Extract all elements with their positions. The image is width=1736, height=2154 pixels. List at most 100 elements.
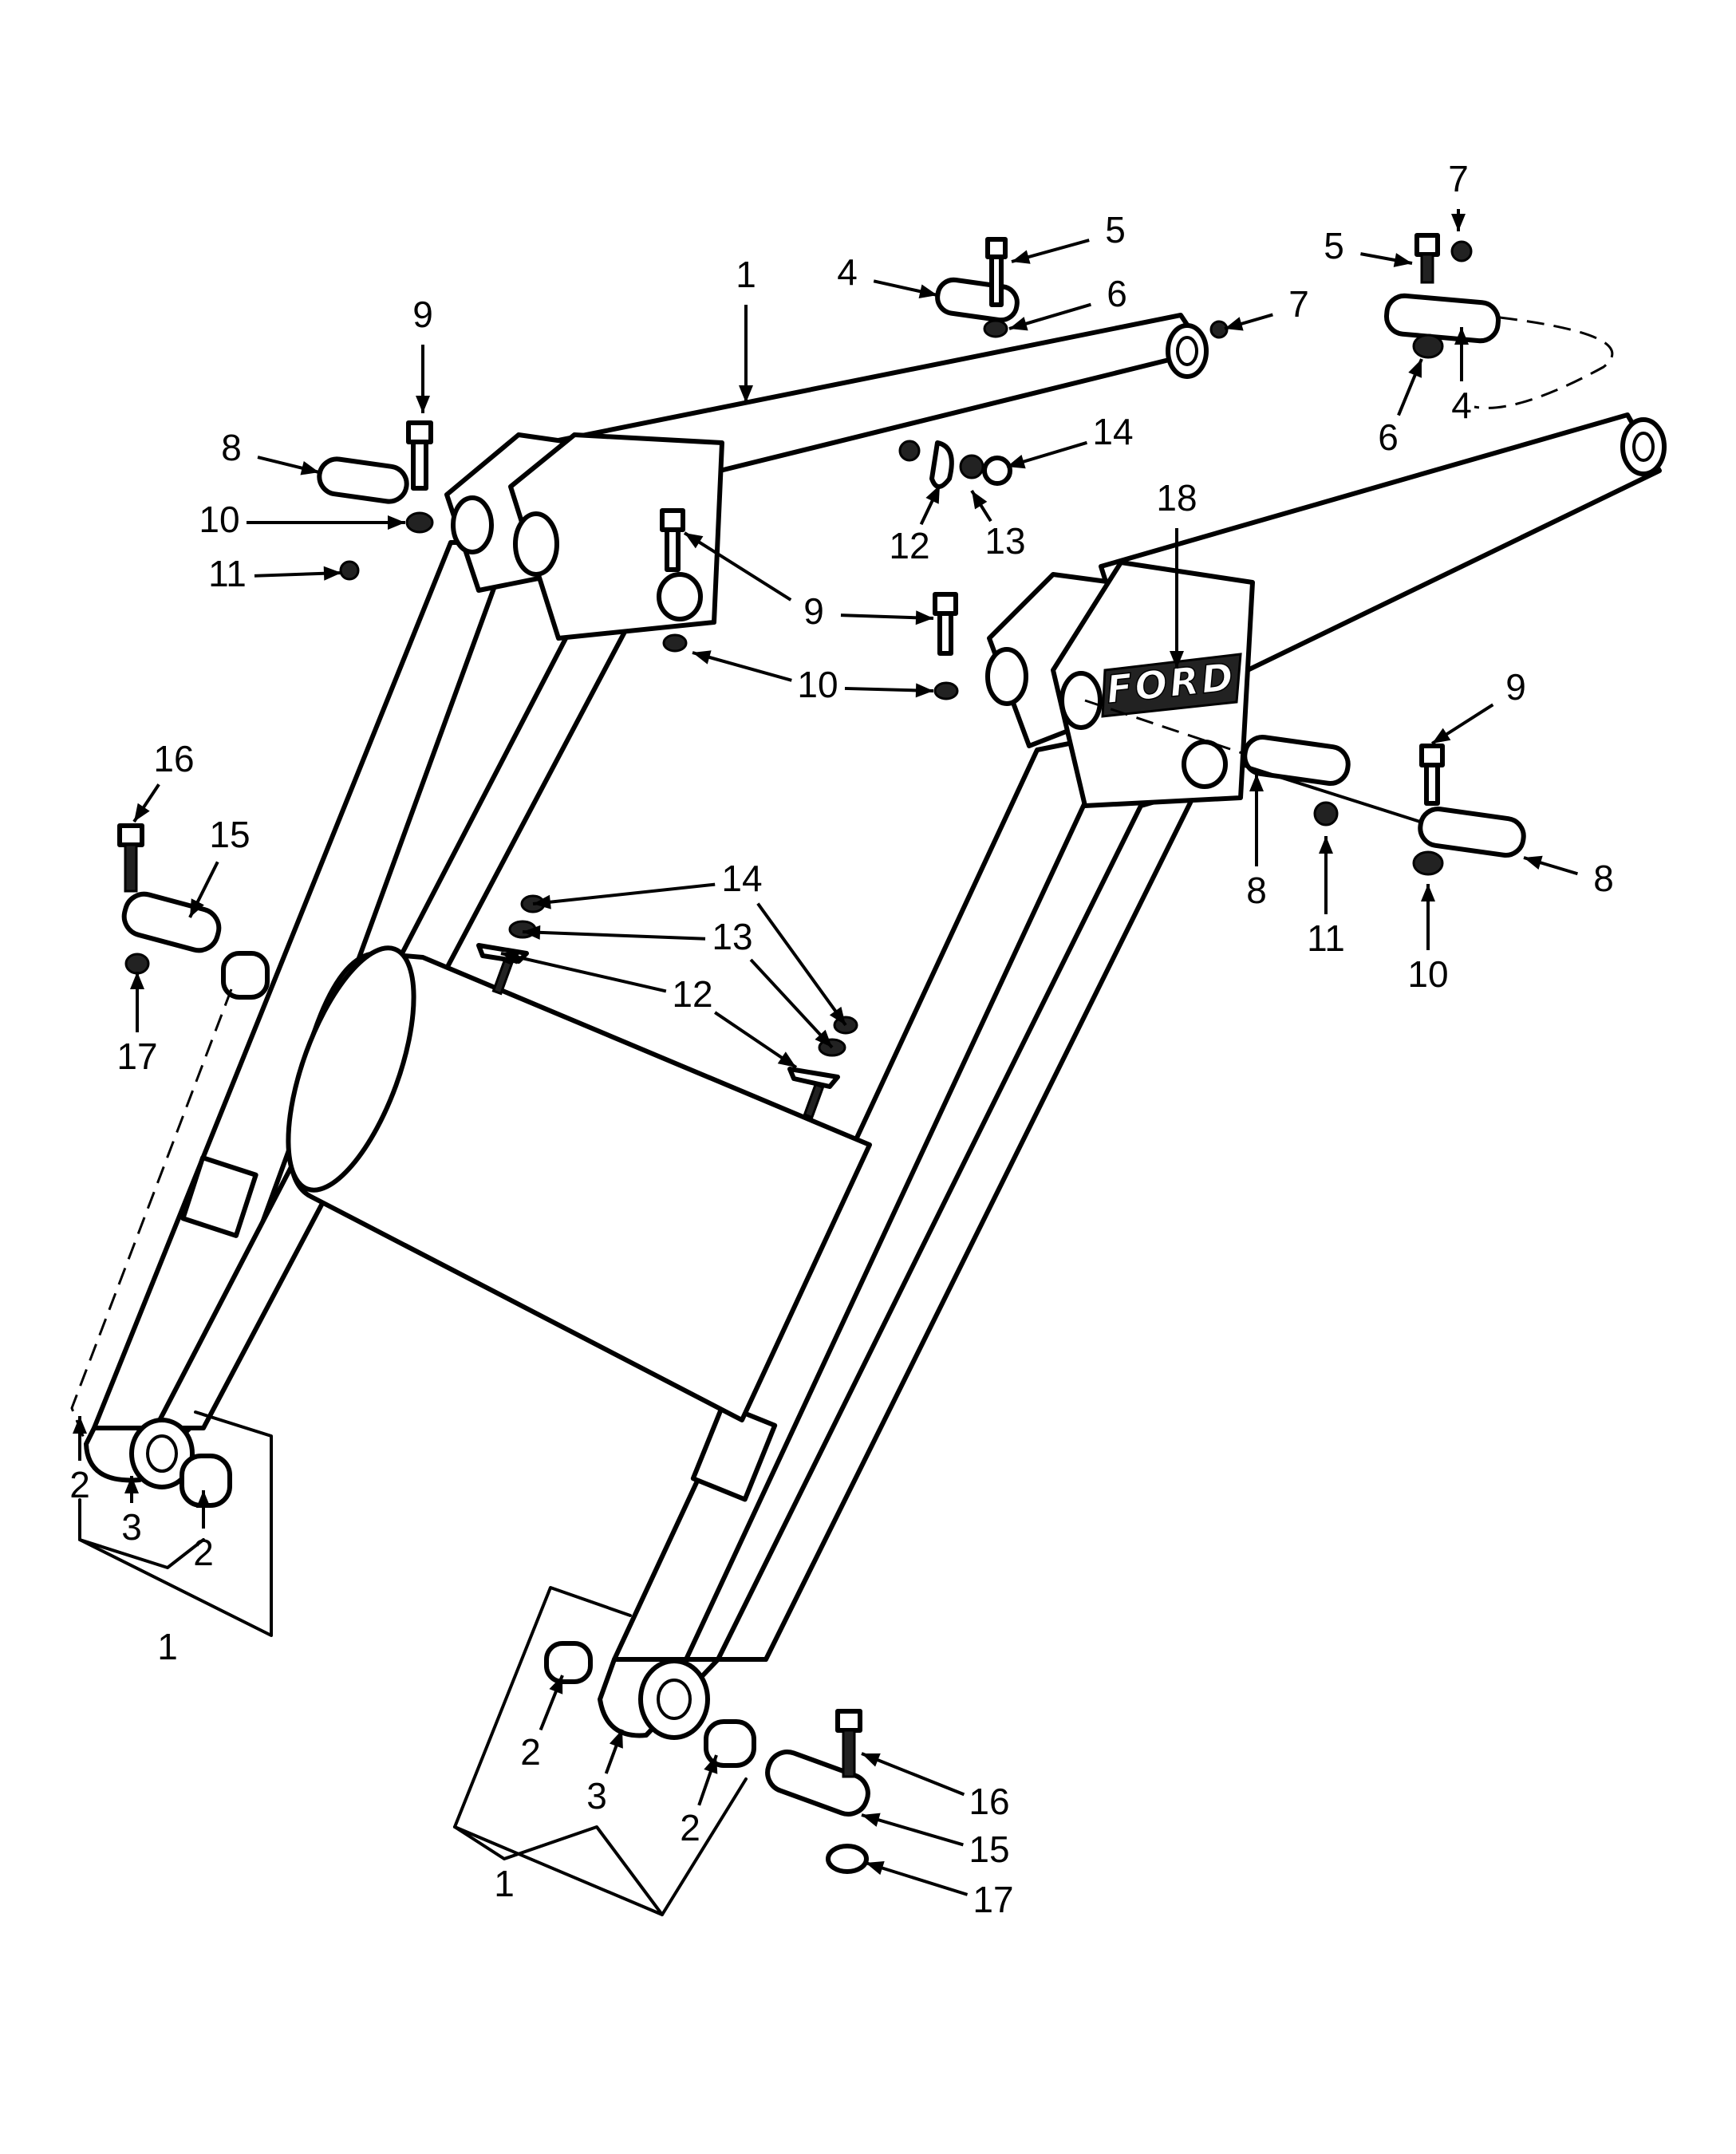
callout-arrow-c2a [73, 1416, 87, 1434]
grease-fitting-7-left [1209, 320, 1229, 339]
callout-number-c5b: 5 [1324, 225, 1344, 266]
nut-10-right [1412, 850, 1444, 876]
bolt-16-right [835, 1709, 862, 1778]
callout-arrow-c10c [915, 683, 933, 698]
callout-arrow-c15a [190, 898, 204, 917]
fitting-11-left [339, 560, 360, 581]
callout-arrow-c4b [1454, 327, 1469, 345]
fitting-11-right [1313, 801, 1339, 826]
bolt-9-left [406, 420, 433, 491]
callout-number-c6a: 6 [1107, 273, 1127, 314]
nut-6-right [1412, 333, 1444, 359]
callout-number-c9b: 9 [803, 590, 824, 632]
callout-number-c3a: 3 [121, 1506, 142, 1548]
pin-15-right [765, 1750, 870, 1817]
bolt-9-right [1419, 744, 1445, 806]
callout-number-c1c: 1 [494, 1863, 515, 1904]
callout-number-c2d: 2 [680, 1807, 700, 1848]
callout-arrow-c2d [704, 1755, 718, 1774]
callout-arrow-c13b [523, 925, 541, 940]
callout-arrow-c3a [124, 1476, 139, 1493]
callout-arrow-c7b [1451, 214, 1466, 231]
bolt-9-mid [933, 592, 958, 656]
callout-arrow-c8b [1249, 774, 1264, 791]
callout-arrow-c15b [862, 1813, 881, 1827]
right-boom-arm: FORD [598, 412, 1667, 1740]
callout-number-c2b: 2 [193, 1532, 214, 1573]
callout-number-c18: 18 [1156, 477, 1197, 519]
callout-arrow-c8a [300, 461, 319, 475]
callout-number-c6b: 6 [1378, 416, 1399, 458]
callout-leader-c13b [522, 930, 706, 941]
pin-8-left [317, 456, 409, 504]
callout-leader-c13c [749, 958, 834, 1049]
callout-number-c17b: 17 [973, 1879, 1013, 1920]
callout-leader-c14b [532, 882, 716, 905]
callout-leader-c17b [865, 1861, 969, 1896]
callout-arrow-c16a [134, 803, 150, 822]
callout-arrow-c6b [1408, 359, 1422, 378]
bolt-5-left [985, 237, 1008, 307]
callout-number-c13a: 13 [984, 520, 1025, 562]
callout-arrow-c5a [1012, 250, 1031, 264]
callout-arrow-c12b [501, 950, 520, 965]
callout-number-c8a: 8 [221, 427, 242, 468]
pin-15-left [121, 891, 222, 953]
callout-arrow-c10b [692, 650, 712, 665]
callout-arrow-c14c [829, 1006, 846, 1025]
callout-number-c14a: 14 [1092, 411, 1133, 452]
nut-10-center [662, 633, 688, 653]
callout-number-c16a: 16 [153, 738, 194, 779]
callout-arrow-c14b [533, 894, 551, 909]
bushing-2-right-a [544, 1641, 593, 1684]
nut-6-left [983, 319, 1008, 338]
ford-logo-decal: FORD [1101, 653, 1242, 718]
bracket-12-top [898, 440, 954, 489]
callout-leader-c15b [861, 1813, 964, 1847]
callout-number-c13b: 13 [712, 916, 752, 957]
nut-14-top [982, 456, 1012, 486]
grease-fitting-7-right [1450, 240, 1473, 262]
callout-arrow-c12a [925, 485, 940, 504]
callout-number-c7b: 7 [1448, 158, 1469, 199]
callout-number-c9d: 9 [1505, 666, 1526, 708]
callout-number-c9a: 9 [412, 294, 433, 335]
callout-number-c15a: 15 [209, 814, 250, 855]
callout-arrow-c7a [1225, 317, 1244, 331]
callout-arrow-c6a [1009, 317, 1028, 331]
callout-arrow-c2c [549, 1675, 563, 1694]
callout-arrow-c16b [862, 1753, 881, 1767]
bolt-16-left [117, 823, 144, 893]
callout-number-c10b: 10 [797, 664, 838, 705]
callout-number-c3b: 3 [586, 1775, 607, 1817]
callout-arrow-c9b [685, 533, 704, 549]
bolt-9-center [660, 508, 685, 572]
callout-leader-c14c [756, 902, 847, 1027]
callout-arrow-c1a [739, 385, 753, 403]
pin-4-left [935, 277, 1020, 323]
callout-leader-c9b [683, 531, 792, 602]
cross-tube [286, 945, 872, 1422]
callout-number-c15b: 15 [969, 1829, 1009, 1870]
callout-number-c1b: 1 [157, 1626, 178, 1667]
callout-number-c5a: 5 [1105, 209, 1126, 251]
callout-leader-c16b [861, 1752, 965, 1797]
callout-number-c1a: 1 [736, 254, 756, 295]
nut-10-mid [933, 681, 959, 700]
callout-arrow-c10d [1421, 884, 1435, 901]
pin-8-right-upper [1242, 735, 1351, 786]
callout-number-c4a: 4 [837, 251, 858, 293]
nut-17-left [124, 953, 150, 975]
callout-number-c8b: 8 [1246, 870, 1267, 911]
callout-number-c11a: 11 [208, 553, 247, 594]
bushing-2-right-b [704, 1719, 756, 1768]
callout-number-c4b: 4 [1451, 385, 1472, 426]
callout-arrow-c11a [323, 566, 341, 581]
callout-arrow-c12c [777, 1051, 796, 1067]
callout-arrow-c9c [915, 610, 933, 625]
callout-arrow-c4a [918, 284, 937, 299]
callout-arrow-c14a [1007, 455, 1026, 469]
callout-number-c12a: 12 [889, 525, 929, 566]
